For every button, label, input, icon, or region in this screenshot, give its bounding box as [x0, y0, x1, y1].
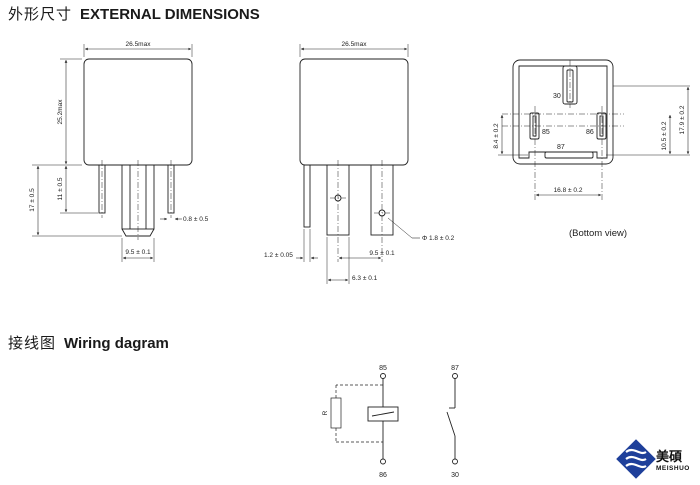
bottom-pin-86-label: 86 — [586, 129, 594, 136]
bottom-dim-horizontal: 16.8 ± 0.2 — [554, 187, 583, 194]
front-pin-thickness-label: 0.8 ± 0.5 — [183, 216, 209, 223]
bottom-pin-30-label: 30 — [553, 93, 561, 100]
front-pin-outer-label: 17 ± 0.5 — [29, 188, 36, 212]
terminal-30 — [452, 458, 458, 465]
logo-name-cn: 美碩 — [656, 450, 683, 465]
terminal-85 — [380, 373, 386, 379]
front-height-label: 25.2max — [57, 99, 64, 125]
bottom-pin-85-label: 85 — [542, 129, 550, 136]
parallel-resistor — [330, 397, 342, 429]
bottom-dim-vertical-small: 8.4 ± 0.2 — [493, 123, 500, 149]
meishuo-logo-icon — [616, 439, 656, 479]
side-hole-label: Φ 1.8 ± 0.2 — [422, 235, 455, 242]
terminal-87 — [452, 373, 458, 379]
side-relay-body — [299, 58, 409, 166]
front-pin-tip — [121, 228, 155, 237]
terminal-86 — [380, 458, 386, 465]
front-view — [32, 44, 193, 262]
side-terminal-width-label: 6.3 ± 0.1 — [352, 275, 378, 282]
front-relay-body — [83, 58, 193, 166]
side-pin-thin — [303, 164, 311, 228]
resistor-dashed-loop — [335, 384, 383, 443]
front-pin-pitch-label: 9.5 ± 0.1 — [125, 249, 151, 256]
wiring-label-30: 30 — [451, 472, 459, 479]
bottom-view — [498, 59, 690, 200]
front-pin-inner-label: 11 ± 0.5 — [57, 177, 64, 200]
bottom-inner-outline — [518, 65, 608, 159]
wiring-label-87: 87 — [451, 365, 459, 372]
section-title-wiring-en: Wiring dagram — [64, 335, 169, 352]
side-terminal-thickness-label: 1.2 ± 0.05 — [264, 252, 293, 259]
side-pin-pitch-label: 9.5 ± 0.1 — [369, 250, 395, 257]
bottom-pin-87-label: 87 — [557, 144, 565, 151]
side-view — [296, 44, 420, 284]
pin-slot-87 — [544, 151, 594, 159]
bottom-dim-vertical-large: 17.9 ± 0.2 — [679, 105, 686, 134]
front-width-label: 26.5max — [126, 41, 152, 48]
section-title-dimensions: 外形尺寸 EXTERNAL DIMENSIONS — [8, 3, 260, 24]
bottom-dim-vertical-mid: 10.5 ± 0.2 — [661, 121, 668, 150]
contact-switch — [446, 411, 456, 437]
wiring-label-86: 86 — [379, 472, 387, 479]
wiring-diagram — [330, 373, 458, 465]
side-width-label: 26.5max — [342, 41, 368, 48]
resistor-symbol-label: R — [322, 410, 329, 415]
bottom-outer-housing — [512, 59, 614, 165]
section-title-dimensions-en: EXTERNAL DIMENSIONS — [80, 6, 260, 23]
section-title-dimensions-cn: 外形尺寸 — [8, 5, 73, 23]
wiring-label-85: 85 — [379, 365, 387, 372]
bottom-view-caption: (Bottom view) — [569, 228, 627, 239]
section-title-wiring-cn: 接线图 — [8, 334, 57, 352]
logo-name-en: MEISHUO — [656, 465, 690, 472]
section-title-wiring: 接线图 Wiring dagram — [8, 332, 169, 353]
